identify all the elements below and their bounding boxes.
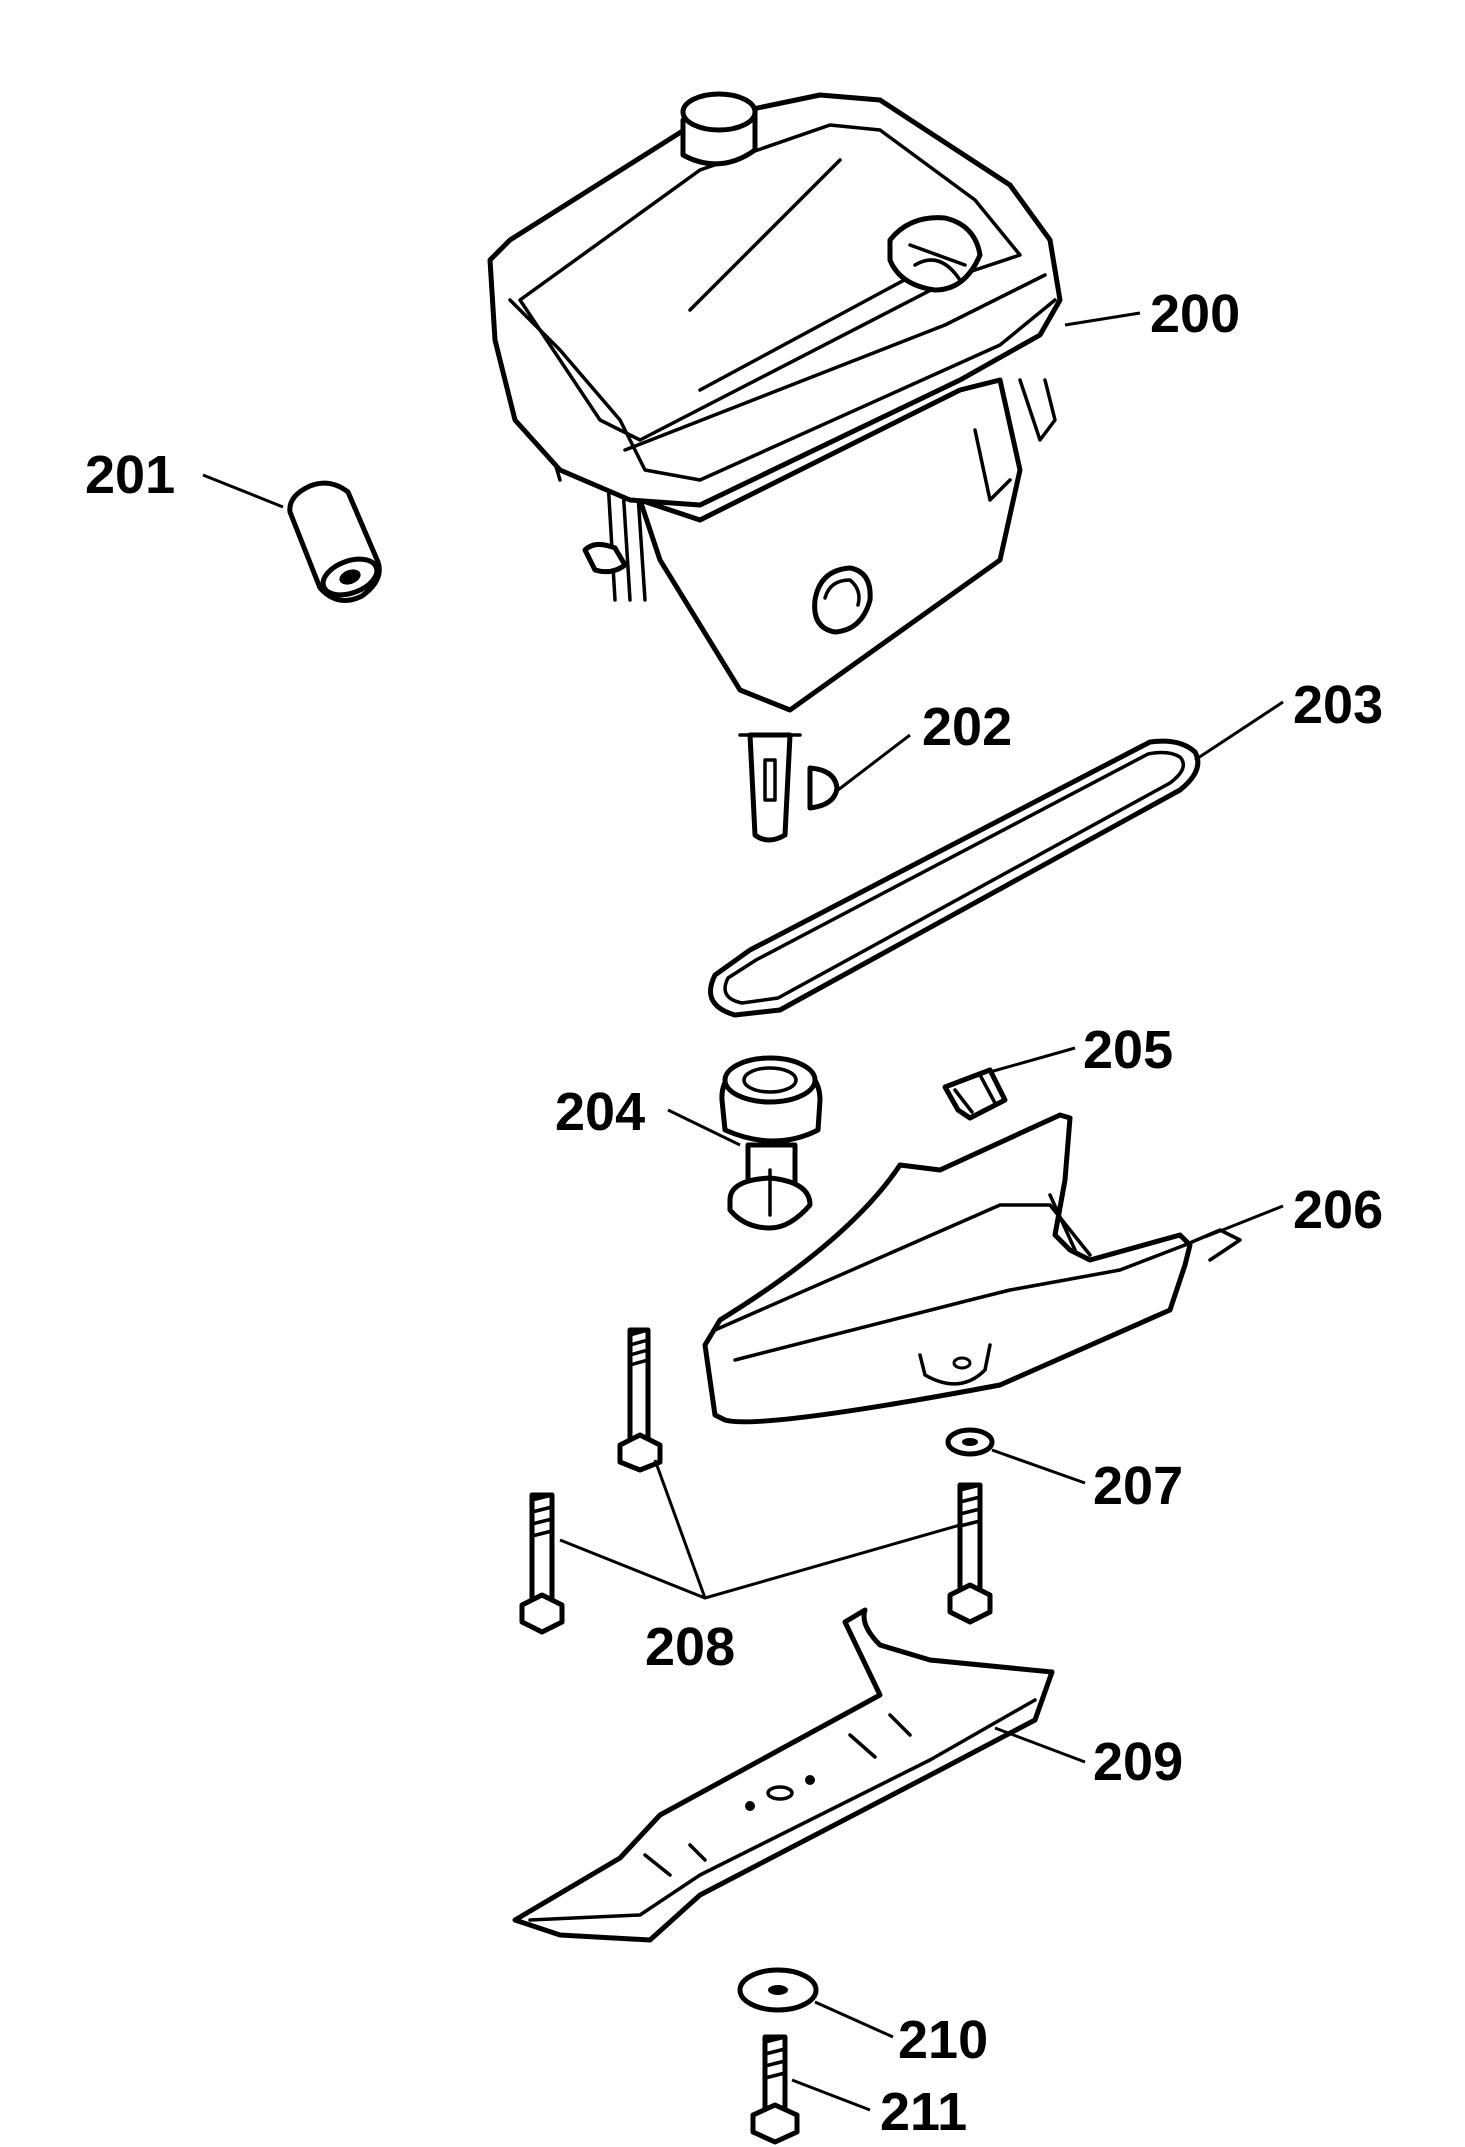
part-label-200: 200 xyxy=(1150,284,1240,344)
bolt-a-part xyxy=(617,1327,663,1473)
part-label-203: 203 xyxy=(1293,675,1383,735)
washer-large-part xyxy=(737,1967,819,2013)
part-label-204: 204 xyxy=(555,1082,645,1142)
engine-part xyxy=(487,91,1063,713)
bolt-c-part xyxy=(947,1482,993,1625)
part-label-208: 208 xyxy=(645,1617,735,1677)
part-label-201: 201 xyxy=(85,445,175,505)
part-label-211: 211 xyxy=(880,2082,967,2142)
part-label-206: 206 xyxy=(1293,1180,1383,1240)
part-label-202: 202 xyxy=(922,697,1012,757)
shaft-key-part xyxy=(738,732,840,843)
center-bolt-part xyxy=(750,2034,800,2145)
pulley-part xyxy=(719,1055,823,1231)
spacer-part xyxy=(287,480,382,603)
bolt-b-part xyxy=(519,1492,565,1635)
part-label-205: 205 xyxy=(1083,1020,1173,1080)
deflector-part xyxy=(702,1112,1242,1425)
drive-belt-part xyxy=(708,738,1201,1018)
clip-part xyxy=(942,1067,1008,1121)
part-label-209: 209 xyxy=(1093,1732,1183,1792)
part-label-210: 210 xyxy=(898,2010,988,2070)
blade-part xyxy=(512,1607,1055,1943)
part-label-207: 207 xyxy=(1093,1456,1183,1516)
washer-small-part xyxy=(945,1427,995,1457)
